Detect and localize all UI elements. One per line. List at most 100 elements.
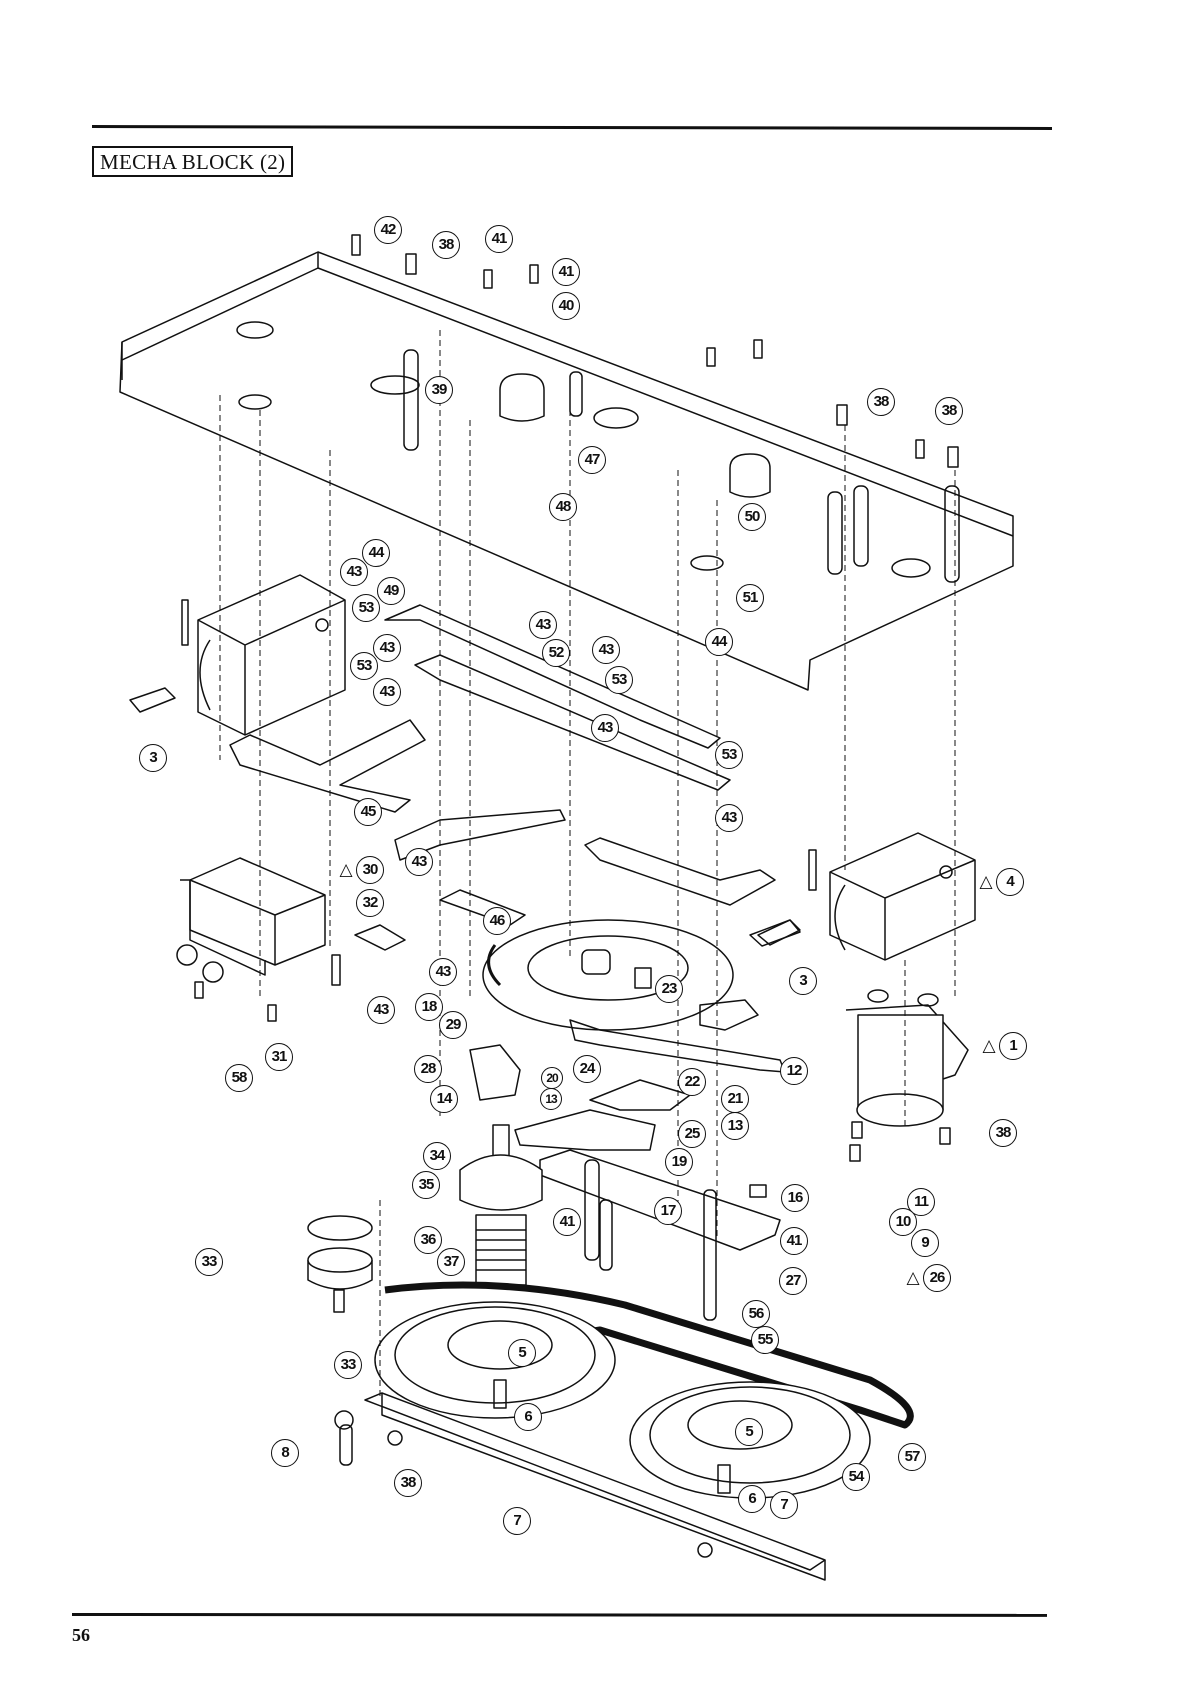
part-callout-4: 4 <box>996 868 1024 896</box>
part-callout-32: 32 <box>356 889 384 917</box>
part-callout-38: 38 <box>867 388 895 416</box>
part-callout-53: 53 <box>715 741 743 769</box>
part-callout-41: 41 <box>485 225 513 253</box>
part-callout-8: 8 <box>271 1439 299 1467</box>
part-callout-7: 7 <box>770 1491 798 1519</box>
safety-warning-icon: △ <box>979 872 993 892</box>
part-callout-25: 25 <box>678 1120 706 1148</box>
part-callout-30: 30 <box>356 856 384 884</box>
left-solenoid <box>129 574 346 736</box>
part-callout-43: 43 <box>373 678 401 706</box>
part-callout-43: 43 <box>529 611 557 639</box>
part-callout-42: 42 <box>374 216 402 244</box>
part-callout-38: 38 <box>432 231 460 259</box>
part-callout-31: 31 <box>265 1043 293 1071</box>
top-screws <box>351 234 959 468</box>
part-callout-6: 6 <box>738 1485 766 1513</box>
part-callout-20: 20 <box>541 1067 563 1089</box>
part-callout-6: 6 <box>514 1403 542 1431</box>
part-callout-21: 21 <box>721 1085 749 1113</box>
part-callout-41: 41 <box>780 1227 808 1255</box>
part-callout-44: 44 <box>362 539 390 567</box>
part-callout-43: 43 <box>592 636 620 664</box>
part-callout-44: 44 <box>705 628 733 656</box>
part-callout-3: 3 <box>789 967 817 995</box>
part-callout-3: 3 <box>139 744 167 772</box>
part-callout-41: 41 <box>553 1208 581 1236</box>
part-callout-14: 14 <box>430 1085 458 1113</box>
part-callout-50: 50 <box>738 503 766 531</box>
part-callout-58: 58 <box>225 1064 253 1092</box>
part-callout-16: 16 <box>781 1184 809 1212</box>
part-callout-43: 43 <box>367 996 395 1024</box>
part-callout-56: 56 <box>742 1300 770 1328</box>
part-callout-53: 53 <box>605 666 633 694</box>
part-callout-57: 57 <box>898 1443 926 1471</box>
part-callout-48: 48 <box>549 493 577 521</box>
part-callout-33: 33 <box>334 1351 362 1379</box>
part-callout-23: 23 <box>655 975 683 1003</box>
part-callout-29: 29 <box>439 1011 467 1039</box>
chassis-plate <box>119 251 1014 691</box>
part-callout-46: 46 <box>483 907 511 935</box>
part-callout-53: 53 <box>352 594 380 622</box>
part-callout-12: 12 <box>780 1057 808 1085</box>
part-callout-45: 45 <box>354 798 382 826</box>
part-callout-26: 26 <box>923 1264 951 1292</box>
part-callout-33: 33 <box>195 1248 223 1276</box>
safety-warning-icon: △ <box>982 1036 996 1056</box>
part-callout-1: 1 <box>999 1032 1027 1060</box>
flywheels <box>374 1281 914 1499</box>
page-number: 56 <box>72 1625 90 1645</box>
assembly-guidelines <box>219 330 956 1400</box>
part-callout-40: 40 <box>552 292 580 320</box>
part-callout-19: 19 <box>665 1148 693 1176</box>
part-callout-43: 43 <box>405 848 433 876</box>
part-callout-5: 5 <box>735 1418 763 1446</box>
part-callout-35: 35 <box>412 1171 440 1199</box>
part-callout-55: 55 <box>751 1326 779 1354</box>
part-callout-13: 13 <box>540 1088 562 1110</box>
part-callout-43: 43 <box>373 634 401 662</box>
part-callout-38: 38 <box>394 1469 422 1497</box>
part-callout-34: 34 <box>423 1142 451 1170</box>
part-callout-36: 36 <box>414 1226 442 1254</box>
idler-pulley <box>307 1215 373 1313</box>
part-callout-52: 52 <box>542 639 570 667</box>
part-callout-13: 13 <box>721 1112 749 1140</box>
motor <box>845 989 969 1162</box>
part-callout-53: 53 <box>350 652 378 680</box>
part-callout-28: 28 <box>414 1055 442 1083</box>
part-callout-54: 54 <box>842 1463 870 1491</box>
part-callout-38: 38 <box>935 397 963 425</box>
part-callout-51: 51 <box>736 584 764 612</box>
part-callout-43: 43 <box>715 804 743 832</box>
brake-arms <box>469 999 786 1151</box>
bottom-bracket <box>334 1392 826 1581</box>
part-callout-5: 5 <box>508 1339 536 1367</box>
part-callout-9: 9 <box>911 1229 939 1257</box>
part-callout-18: 18 <box>415 993 443 1021</box>
part-callout-43: 43 <box>340 558 368 586</box>
safety-warning-icon: △ <box>906 1268 920 1288</box>
part-callout-49: 49 <box>377 577 405 605</box>
cam-gear <box>482 919 734 1031</box>
safety-warning-icon: △ <box>339 860 353 880</box>
part-callout-39: 39 <box>425 376 453 404</box>
part-callout-17: 17 <box>654 1197 682 1225</box>
switch-block <box>176 857 341 1022</box>
part-callout-22: 22 <box>678 1068 706 1096</box>
part-callout-10: 10 <box>889 1208 917 1236</box>
section-title: MECHA BLOCK (2) <box>92 146 294 177</box>
part-callout-24: 24 <box>573 1055 601 1083</box>
part-callout-41: 41 <box>552 258 580 286</box>
clutch-assembly <box>459 1124 543 1286</box>
part-callout-27: 27 <box>779 1267 807 1295</box>
right-solenoid <box>749 832 976 961</box>
part-callout-37: 37 <box>437 1248 465 1276</box>
part-callout-47: 47 <box>578 446 606 474</box>
part-callout-38: 38 <box>989 1119 1017 1147</box>
part-callout-43: 43 <box>591 714 619 742</box>
part-callout-43: 43 <box>429 958 457 986</box>
